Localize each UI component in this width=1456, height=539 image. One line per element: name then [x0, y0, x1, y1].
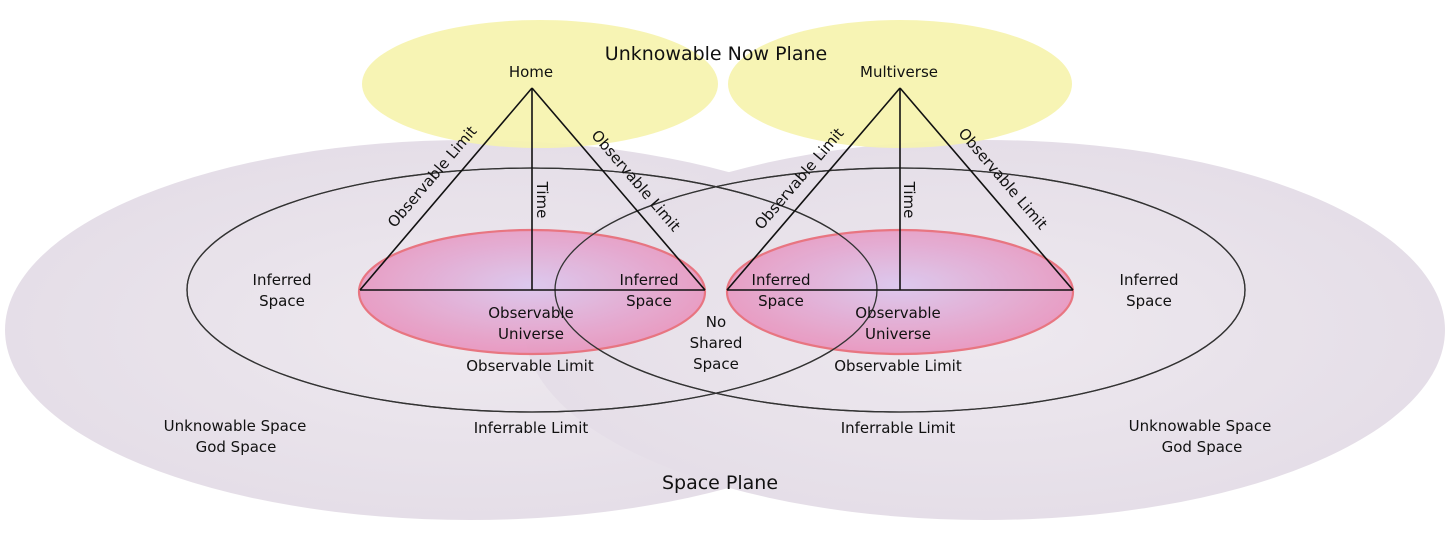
- left-inferrable-limit: Inferrable Limit: [474, 419, 589, 437]
- left-inferred-space-outer-l1: Inferred: [253, 271, 312, 289]
- home-label: Home: [509, 63, 553, 81]
- right-inferred-space-outer-l2: Space: [1126, 292, 1172, 310]
- multiverse-time-label: Time: [900, 181, 918, 219]
- home-time-label: Time: [533, 181, 551, 219]
- no-shared-space-l1: No: [706, 313, 726, 331]
- home-right-edge: [531, 87, 706, 291]
- no-shared-space-l2: Shared: [690, 334, 743, 352]
- no-shared-space-l3: Space: [693, 355, 739, 373]
- home-left-edge: [359, 87, 533, 291]
- left-god-space: God Space: [196, 438, 277, 456]
- multiverse-label: Multiverse: [860, 63, 938, 81]
- right-observable-universe-l1: Observable: [855, 304, 941, 322]
- left-observable-limit: Observable Limit: [466, 357, 594, 375]
- right-inferred-space-inner-l1: Inferred: [752, 271, 811, 289]
- right-inferred-space-outer-l1: Inferred: [1120, 271, 1179, 289]
- multiverse-right-edge: [899, 87, 1074, 291]
- right-inferrable-limit: Inferrable Limit: [841, 419, 956, 437]
- multiverse-left-edge: [726, 87, 901, 291]
- right-unknowable-space: Unknowable Space: [1129, 417, 1272, 435]
- unknowable-now-plane-title: Unknowable Now Plane: [605, 43, 827, 65]
- space-plane-title: Space Plane: [662, 472, 778, 494]
- home-cone: [359, 87, 706, 291]
- unknowable-now-plane: [362, 20, 1072, 148]
- left-unknowable-space: Unknowable Space: [164, 417, 307, 435]
- multiverse-cone: [726, 87, 1074, 291]
- left-inferred-space-inner-l1: Inferred: [620, 271, 679, 289]
- left-inferred-space-outer-l2: Space: [259, 292, 305, 310]
- right-god-space: God Space: [1162, 438, 1243, 456]
- right-inferred-space-inner-l2: Space: [758, 292, 804, 310]
- now-plane-right-lobe: [728, 20, 1072, 148]
- right-observable-universe-l2: Universe: [865, 325, 931, 343]
- left-observable-universe-l2: Universe: [498, 325, 564, 343]
- right-observable-limit: Observable Limit: [834, 357, 962, 375]
- left-inferred-space-inner-l2: Space: [626, 292, 672, 310]
- left-observable-universe-l1: Observable: [488, 304, 574, 322]
- now-plane-left-lobe: [362, 20, 718, 148]
